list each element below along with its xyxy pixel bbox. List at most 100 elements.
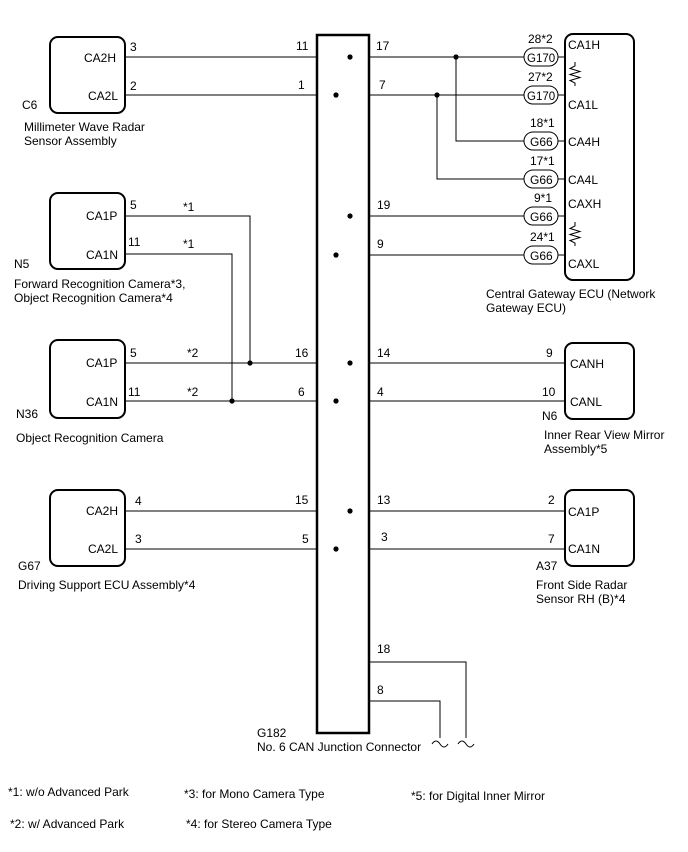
n36-name: Object Recognition Camera bbox=[16, 431, 164, 445]
wire-pin-8 bbox=[336, 700, 441, 738]
n5-note-a: *1 bbox=[183, 200, 195, 214]
legend-note-4: *4: for Stereo Camera Type bbox=[186, 817, 332, 831]
gateway-pin-num: 9*1 bbox=[534, 191, 552, 205]
junction-pin-right: 4 bbox=[377, 385, 384, 399]
legend-note-5: *5: for Digital Inner Mirror bbox=[411, 789, 545, 803]
legend-note-3: *3: for Mono Camera Type bbox=[184, 787, 325, 801]
c6-pin-a: CA2H bbox=[84, 51, 116, 65]
a37-name: Front Side Radar bbox=[536, 578, 627, 592]
g67-code: G67 bbox=[18, 559, 41, 573]
component-gateway: CA1H CA1L CA4H CA4L CAXH CAXL G170 G170 … bbox=[486, 32, 656, 315]
wire-ca1p-n5 bbox=[125, 215, 251, 363]
junction-pin-right: 14 bbox=[377, 346, 391, 360]
n5-name: Object Recognition Camera*4 bbox=[14, 291, 173, 305]
gateway-connector-code: G170 bbox=[527, 91, 555, 103]
n5-pin-num-a: 5 bbox=[130, 198, 137, 212]
junction-pin-right: 18 bbox=[377, 642, 391, 656]
g67-pin-num-b: 3 bbox=[135, 532, 142, 546]
component-n36: CA1P CA1N 5 11 *2 *2 N36 Object Recognit… bbox=[16, 339, 199, 445]
n6-pin-b: CANL bbox=[570, 395, 602, 409]
n5-pin-b: CA1N bbox=[86, 248, 118, 262]
gateway-connector-pill bbox=[523, 131, 559, 151]
g67-pin-b: CA2L bbox=[88, 542, 118, 556]
gateway-connector-pill bbox=[523, 206, 559, 226]
junction-pin-right: 9 bbox=[377, 237, 384, 251]
n6-pin-num-a: 9 bbox=[546, 346, 553, 360]
c6-name: Millimeter Wave Radar bbox=[24, 120, 145, 134]
n36-pin-b: CA1N bbox=[86, 395, 118, 409]
c6-name: Sensor Assembly bbox=[24, 134, 117, 148]
junction-pin-left: 15 bbox=[295, 493, 309, 507]
gateway-name: Central Gateway ECU (Network bbox=[486, 287, 656, 301]
n5-code: N5 bbox=[14, 257, 30, 271]
gateway-pin-num: 24*1 bbox=[530, 230, 555, 244]
a37-pin-num-a: 2 bbox=[548, 493, 555, 507]
component-c6: CA2H CA2L 3 2 C6 Millimeter Wave Radar S… bbox=[22, 36, 145, 148]
gateway-pin: CAXH bbox=[568, 197, 601, 211]
junction-name: No. 6 CAN Junction Connector bbox=[257, 740, 421, 754]
gateway-pin: CA4H bbox=[568, 135, 600, 149]
component-g67: CA2H CA2L 4 3 G67 Driving Support ECU As… bbox=[18, 489, 196, 592]
gateway-connector-code: G66 bbox=[530, 210, 553, 224]
junction-pin-right: 8 bbox=[377, 683, 384, 697]
g67-pin-num-a: 4 bbox=[135, 494, 142, 508]
c6-pin-num-b: 2 bbox=[130, 79, 137, 93]
a37-connector-box bbox=[564, 489, 635, 567]
gateway-connector-code: G66 bbox=[530, 249, 553, 263]
junction-pin-right: 17 bbox=[376, 39, 390, 53]
n36-note-b: *2 bbox=[187, 385, 199, 399]
gateway-pin-num: 27*2 bbox=[528, 70, 553, 84]
junction-pin-left: 5 bbox=[302, 532, 309, 546]
n5-pin-a: CA1P bbox=[86, 209, 117, 223]
n5-pin-num-b: 11 bbox=[128, 235, 141, 249]
wire-ca1n-n5 bbox=[125, 253, 233, 401]
junction-pin-left: 1 bbox=[298, 78, 305, 92]
a37-pin-num-b: 7 bbox=[548, 532, 555, 546]
gateway-connector-code: G170 bbox=[527, 53, 555, 65]
gateway-name: Gateway ECU) bbox=[486, 301, 566, 315]
n36-connector-box bbox=[49, 339, 126, 419]
n6-code: N6 bbox=[542, 409, 558, 423]
c6-pin-b: CA2L bbox=[88, 89, 118, 103]
junction-pin-right: 13 bbox=[377, 493, 391, 507]
n36-code: N36 bbox=[16, 407, 38, 421]
g67-pin-a: CA2H bbox=[86, 504, 118, 518]
junction-pin-right: 19 bbox=[377, 198, 391, 212]
gateway-connector-box bbox=[564, 33, 635, 281]
component-n5: CA1P CA1N 5 11 *1 *1 N5 Forward Recognit… bbox=[14, 192, 195, 305]
gateway-pin: CAXL bbox=[568, 257, 600, 271]
n6-pin-num-b: 10 bbox=[542, 385, 556, 399]
gateway-pin-num: 18*1 bbox=[530, 116, 555, 130]
wire-end-pin-8 bbox=[431, 740, 449, 748]
n5-note-b: *1 bbox=[183, 237, 195, 251]
a37-pin-a: CA1P bbox=[568, 505, 599, 519]
legend-note-2: *2: w/ Advanced Park bbox=[10, 817, 125, 831]
junction-pin-right: 7 bbox=[379, 78, 386, 92]
c6-pin-num-a: 3 bbox=[130, 40, 137, 54]
gateway-pin: CA4L bbox=[568, 173, 598, 187]
n6-name: Assembly*5 bbox=[544, 442, 608, 456]
junction-code: G182 bbox=[257, 726, 287, 740]
n6-connector-box bbox=[564, 342, 635, 420]
a37-code: A37 bbox=[536, 559, 558, 573]
gateway-pin: CA1H bbox=[568, 38, 600, 52]
n6-name: Inner Rear View Mirror bbox=[544, 428, 664, 442]
c6-code: C6 bbox=[22, 98, 38, 112]
gateway-connector-pill bbox=[523, 245, 559, 265]
n36-pin-a: CA1P bbox=[86, 356, 117, 370]
junction-pin-left: 16 bbox=[295, 346, 309, 360]
component-a37: CA1P CA1N 2 7 A37 Front Side Radar Senso… bbox=[536, 489, 635, 606]
c6-connector-box bbox=[49, 36, 126, 114]
g67-connector-box bbox=[49, 489, 126, 567]
gateway-connector-pill bbox=[523, 169, 559, 189]
gateway-connector-pill bbox=[523, 47, 559, 67]
gateway-connector-code: G66 bbox=[530, 135, 553, 149]
resistor-icon bbox=[568, 62, 582, 86]
n5-name: Forward Recognition Camera*3, bbox=[14, 277, 185, 291]
a37-pin-b: CA1N bbox=[568, 542, 600, 556]
legend-note-1: *1: w/o Advanced Park bbox=[8, 785, 130, 799]
a37-name: Sensor RH (B)*4 bbox=[536, 592, 626, 606]
n36-note-a: *2 bbox=[187, 346, 199, 360]
junction-pin-right: 3 bbox=[381, 530, 388, 544]
